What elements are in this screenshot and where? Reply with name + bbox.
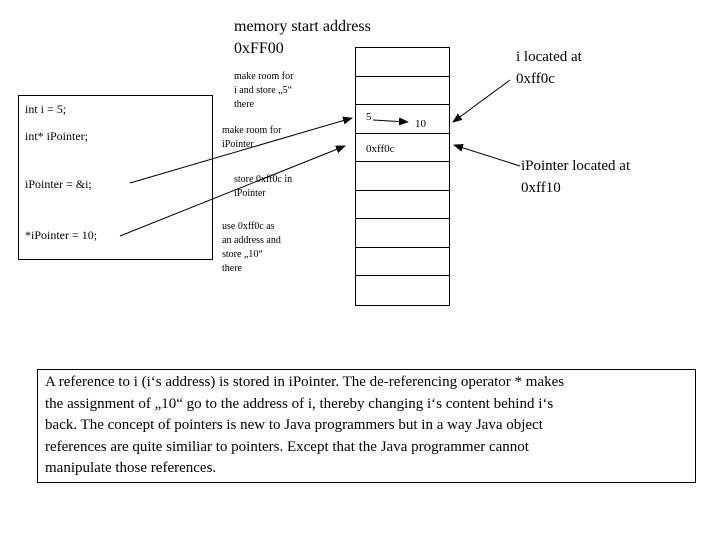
- memory-column: [355, 47, 450, 306]
- code-line-3: iPointer = &i;: [25, 177, 92, 191]
- explanation-line: the assignment of „10“ go to the address…: [45, 395, 554, 412]
- note-2-line: make room for: [222, 125, 282, 136]
- code-box: [18, 95, 213, 260]
- explanation-line: A reference to i (i‘s address) is stored…: [45, 374, 565, 390]
- memory-cell: [356, 191, 449, 219]
- memory-cell: [356, 162, 449, 191]
- note-2-line: iPointer: [222, 139, 254, 150]
- note-1-line: there: [234, 99, 254, 110]
- i-location-address: 0xff0c: [516, 71, 555, 87]
- explanation-line: manipulate those references.: [45, 460, 217, 476]
- note-4-line: use 0xff0c as: [222, 221, 275, 232]
- ipointer-location-arrow: [453, 143, 521, 167]
- code-line-2: int* iPointer;: [25, 129, 88, 143]
- memory-cell-ipointer: [356, 134, 449, 162]
- memory-start-title: memory start address: [234, 18, 371, 35]
- note-4-line: an address and: [222, 235, 281, 246]
- note-1-line: make room for: [234, 71, 294, 82]
- code-line-4: *iPointer = 10;: [25, 228, 98, 242]
- note-4-line: store „10“: [222, 249, 263, 260]
- value-change-arrow: [372, 117, 409, 126]
- ipointer-location-address: 0xff10: [521, 180, 561, 196]
- note-3-line: iPointer: [234, 188, 266, 199]
- note-4-line: there: [222, 263, 242, 274]
- ipointer-location-label: iPointer located at 0xff10: [521, 155, 630, 199]
- memory-cell: [356, 48, 449, 77]
- explanation-line: back. The concept of pointers is new to …: [45, 417, 543, 433]
- memory-cell: [356, 77, 449, 105]
- cell-pointer-value: 0xff0c: [366, 143, 395, 155]
- explanation-box: A reference to i (i‘s address) is stored…: [37, 369, 696, 483]
- memory-cell-i: [356, 105, 449, 134]
- ipointer-location-line: iPointer located at: [521, 158, 631, 174]
- memory-start-label: memory start address 0xFF00: [234, 16, 371, 60]
- assign-address-arrow: [129, 116, 353, 184]
- memory-cell: [356, 219, 449, 248]
- note-2: make room for iPointer: [222, 124, 281, 152]
- i-location-label: i located at 0xff0c: [516, 46, 582, 90]
- cell-value-old: 5: [366, 111, 372, 123]
- explanation-line: references are quite similiar to pointer…: [45, 438, 529, 455]
- code-line-1: int i = 5;: [25, 102, 67, 116]
- note-4: use 0xff0c as an address and store „10“ …: [222, 220, 281, 276]
- note-3-line: store 0xff0c in: [234, 174, 293, 185]
- memory-cell: [356, 248, 449, 276]
- memory-start-address: 0xFF00: [234, 40, 284, 57]
- dereference-arrow: [119, 145, 346, 237]
- i-location-line: i located at: [516, 49, 582, 65]
- note-1: make room for i and store „5“ there: [234, 70, 293, 112]
- cell-value-new: 10: [415, 118, 426, 130]
- i-location-arrow: [452, 79, 511, 123]
- note-1-line: i and store „5“: [234, 85, 293, 96]
- note-3: store 0xff0c in iPointer: [234, 173, 292, 201]
